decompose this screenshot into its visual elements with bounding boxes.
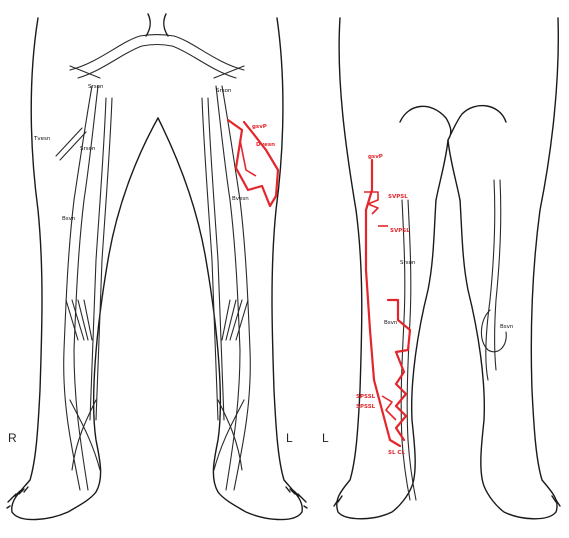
back-label-bsvn: Bsvn — [384, 320, 398, 326]
back-side-marker-left: L — [322, 431, 329, 445]
front-label-groin-left: Srson — [216, 88, 232, 94]
back-label-right-vein: Bsvn — [500, 324, 514, 330]
back-right-loop — [481, 310, 506, 352]
front-label-dvesn-red: Dvesn — [256, 142, 275, 148]
front-small-arch — [70, 66, 244, 78]
front-red-gsv-tract[interactable] — [228, 120, 278, 206]
front-outline-right-leg — [12, 18, 158, 520]
back-label-spssl-1: SPSSL — [356, 394, 376, 400]
back-outline-right-leg — [460, 18, 558, 519]
back-crotch — [436, 140, 460, 200]
back-label-gsvp-red: gsvP — [368, 154, 383, 160]
back-label-ankle: SL CL — [388, 450, 405, 456]
front-label-gsvp-red: gsvP — [252, 124, 267, 130]
front-view: Srson Srson Tvesn Srson Bsvn Bvesn gsvP … — [7, 14, 307, 520]
back-label-svpsl-1: SVPSL — [388, 194, 408, 200]
front-label-thigh-right: Srson — [80, 146, 96, 152]
front-left-gsv-a — [222, 86, 250, 490]
front-saphenofemoral-arch — [70, 35, 244, 71]
back-buttocks — [400, 106, 506, 140]
back-label-svpsl-2: SVPSL — [390, 228, 410, 234]
front-label-thigh-left: Bvesn — [232, 196, 249, 202]
front-toes-left — [286, 487, 307, 508]
front-red-gsv-inner[interactable] — [240, 140, 256, 176]
back-view: gsvP SVPSL SVPSL Srson Bsvn Bsvn SPSSL S… — [322, 18, 560, 519]
back-toes-right — [552, 496, 560, 506]
front-label-knee-right: Bsvn — [62, 216, 76, 222]
back-label-spssl-2: SPSSL — [356, 404, 376, 410]
front-right-knee-lines — [66, 300, 92, 340]
front-label-thigh-side-right: Tvesn — [33, 136, 51, 142]
back-outline-left-leg — [337, 18, 436, 519]
front-neck-pubis — [146, 14, 168, 36]
front-toes-right — [7, 487, 28, 508]
back-label-srson: Srson — [400, 260, 416, 266]
front-left-knee-lines — [222, 300, 248, 340]
front-saphenofemoral-arch-inner — [78, 45, 236, 79]
front-right-branch-side — [56, 128, 86, 160]
front-label-groin-right: Srson — [88, 84, 104, 90]
front-side-marker-right: R — [8, 431, 17, 445]
front-side-marker-left: L — [286, 431, 293, 445]
